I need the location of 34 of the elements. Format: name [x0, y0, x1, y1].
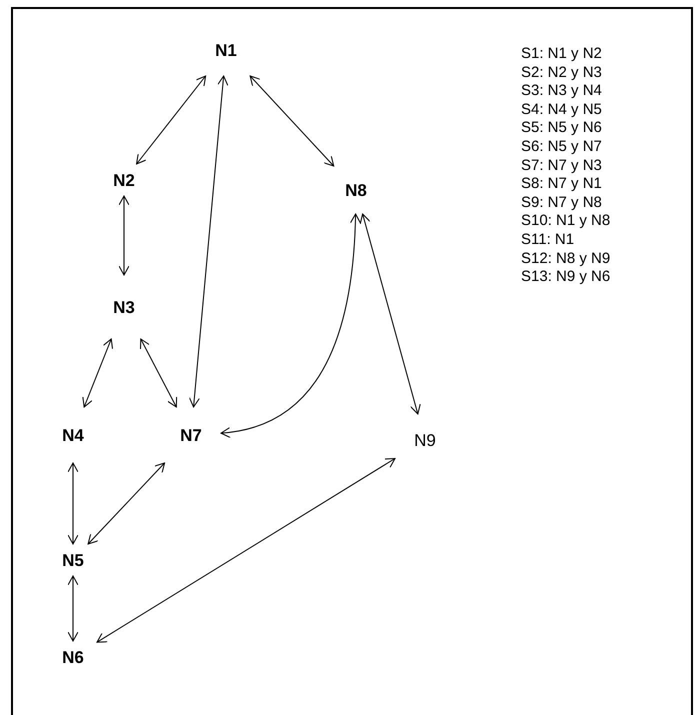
node-label: N4 — [62, 426, 84, 444]
double-arrow — [68, 576, 78, 642]
legend-text: S6: N5 y N7 — [521, 138, 603, 157]
legend-text: S10: N1 y N8 — [521, 212, 610, 231]
node-label: N2 — [113, 172, 135, 188]
legend-text: S3: N3 y N4 — [521, 82, 603, 101]
double-arrow — [88, 462, 166, 544]
legend-text: S1: N1 y N2 — [521, 45, 603, 64]
legend-text: S9: N7 y N8 — [521, 194, 603, 212]
double-arrow — [140, 338, 178, 408]
legend-text: S5: N5 y N6 — [521, 119, 603, 138]
legend-text: S4: N4 y N5 — [521, 100, 603, 120]
legend-text: S7: N7 y N3 — [521, 156, 603, 176]
double-arrow — [96, 458, 396, 643]
double-arrow — [68, 462, 78, 544]
node-label: N7 — [180, 426, 202, 444]
node-label: N8 — [345, 182, 367, 198]
double-arrow — [250, 76, 334, 166]
double-arrow — [188, 76, 228, 408]
legend-text: S11: N1 — [521, 230, 576, 250]
node-label: N5 — [62, 552, 84, 568]
legend-text: S2: N2 y N3 — [521, 64, 603, 82]
node-label: N1 — [215, 42, 237, 58]
node-label: N6 — [62, 648, 84, 666]
double-arrow — [118, 196, 130, 276]
double-arrow — [82, 338, 114, 408]
double-arrow — [136, 76, 206, 164]
double-arrow — [220, 214, 361, 438]
legend-text: S8: N7 y N1 — [521, 175, 603, 194]
double-arrow — [360, 214, 421, 414]
legend-text: S12: N8 y N9 — [521, 250, 610, 268]
legend-text: S13: N9 y N6 — [521, 268, 610, 287]
node-label: N9 — [414, 432, 436, 448]
node-label: N3 — [113, 298, 135, 316]
